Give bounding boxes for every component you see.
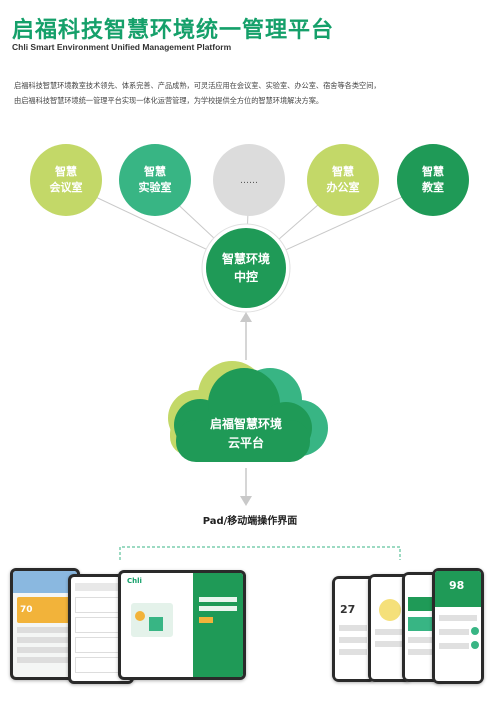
node-office-line1: 智慧: [332, 164, 354, 178]
tablet-login: Chli: [118, 570, 246, 680]
node-more: ……: [213, 144, 285, 216]
node-office-line2: 办公室: [327, 180, 360, 194]
arrow-cloud-to-devices: [240, 468, 252, 506]
phone-reading-1: 27: [340, 603, 356, 616]
arrow-cloud-to-center: [240, 312, 252, 360]
node-meeting-room-line2: 会议室: [50, 180, 83, 194]
node-lab: 智慧 实验室: [119, 144, 191, 216]
node-lab-line1: 智慧: [144, 164, 166, 178]
description-line-1: 启福科技智慧环境教室技术领先、体系完善、产品成熟，可灵活应用在会议室、实验室、办…: [14, 81, 381, 90]
page-subtitle: Chli Smart Environment Unified Managemen…: [12, 42, 232, 52]
node-office: 智慧 办公室: [307, 144, 379, 216]
phone-reading-2: 98: [449, 579, 465, 592]
node-lab-line2: 实验室: [139, 180, 172, 194]
node-cloud-platform: 启福智慧环境 云平台: [168, 361, 328, 462]
node-meeting-room: 智慧 会议室: [30, 144, 102, 216]
node-classroom-line2: 教室: [421, 180, 444, 194]
node-center-line2: 中控: [234, 269, 258, 284]
device-bracket: [119, 546, 401, 560]
node-center-control: 智慧环境 中控: [201, 223, 291, 313]
node-classroom-line1: 智慧: [422, 164, 444, 178]
tablet-reading: 70: [17, 597, 73, 623]
devices-caption: Pad/移动端操作界面: [202, 516, 298, 527]
node-more-label: ……: [240, 176, 258, 186]
description: 启福科技智慧环境教室技术领先、体系完善、产品成熟，可灵活应用在会议室、实验室、办…: [14, 78, 488, 108]
page-title: 启福科技智慧环境统一管理平台: [12, 18, 335, 43]
node-cloud-line2: 云平台: [228, 435, 264, 450]
tablet-login-logo: Chli: [127, 577, 142, 585]
node-cloud-line1: 启福智慧环境: [210, 416, 282, 431]
node-meeting-room-line1: 智慧: [55, 164, 77, 178]
node-classroom: 智慧 教室: [397, 144, 469, 216]
node-center-line1: 智慧环境: [221, 251, 270, 266]
description-line-2: 由启福科技智慧环境统一管理平台实现一体化运营管理，为学校提供全方位的智慧环境解决…: [14, 96, 324, 105]
phone-4: 98: [432, 568, 484, 684]
